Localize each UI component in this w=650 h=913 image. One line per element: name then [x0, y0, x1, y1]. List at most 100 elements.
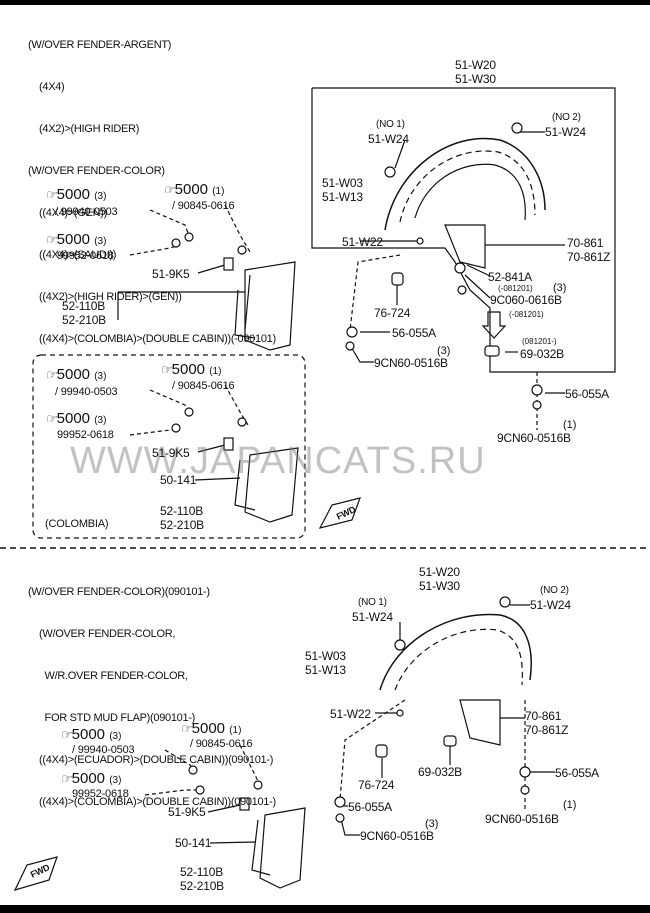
note-line: ((4X2)>(HIGH RIDER)>(GEN)): [28, 291, 182, 303]
top-notes: (W/OVER FENDER-ARGENT) (4X4) (4X2)>(HIGH…: [28, 10, 276, 360]
part-label[interactable]: 52-210B: [62, 313, 106, 327]
ref-5000[interactable]: ☞5000 (3): [60, 726, 121, 743]
part-label[interactable]: 51-W20: [419, 565, 460, 579]
hand-pointer-icon: ☞: [60, 727, 72, 742]
part-label[interactable]: 51-9K5: [152, 446, 190, 460]
part-label[interactable]: / 99940-0503: [55, 206, 118, 218]
quantity: (1): [229, 725, 242, 736]
colombia-box: [32, 354, 306, 539]
bottom-notes: (W/OVER FENDER-COLOR)(090101-) (W/OVER F…: [28, 557, 276, 823]
ref-number: 5000: [71, 726, 106, 743]
part-label[interactable]: 51-9K5: [168, 805, 206, 819]
part-label[interactable]: / 99940-0503: [72, 744, 135, 756]
part-label[interactable]: 51-W30: [419, 579, 460, 593]
part-label[interactable]: 9CN60-0516B: [360, 829, 434, 843]
part-label[interactable]: 51-W03: [322, 176, 363, 190]
ref-5000[interactable]: ☞5000 (1): [160, 361, 221, 378]
ref-5000[interactable]: ☞5000 (3): [60, 770, 121, 787]
part-label[interactable]: 51-W24: [352, 610, 393, 624]
part-label[interactable]: 52-841A: [488, 270, 532, 284]
hand-pointer-icon: ☞: [60, 771, 72, 786]
ref-5000[interactable]: ☞5000 (3): [45, 186, 106, 203]
part-label[interactable]: 9CN60-0516B: [497, 431, 571, 445]
part-label[interactable]: 51-W03: [305, 649, 346, 663]
part-label[interactable]: 51-W20: [455, 58, 496, 72]
part-label[interactable]: / 99940-0503: [55, 386, 118, 398]
part-label[interactable]: 56-055A: [565, 387, 609, 401]
hand-pointer-icon: ☞: [45, 367, 57, 382]
note-line: ((4X4)>(SAUDI)): [28, 249, 117, 261]
part-label[interactable]: 9CN60-0516B: [485, 812, 559, 826]
quantity: (1): [212, 186, 225, 197]
part-note: (NO 1): [358, 597, 387, 608]
part-label[interactable]: 52-210B: [160, 518, 204, 532]
part-label[interactable]: 56-055A: [555, 766, 599, 780]
part-label[interactable]: 9C060-0616B: [490, 293, 562, 307]
ref-number: 5000: [56, 366, 91, 383]
part-label[interactable]: 70-861: [567, 236, 604, 250]
fwd-arrow-icon: [318, 497, 361, 529]
part-label[interactable]: / 90845-0616: [172, 380, 235, 392]
quantity: (3): [109, 731, 122, 742]
part-label[interactable]: 76-724: [358, 778, 395, 792]
quantity: (3): [425, 818, 439, 830]
part-label[interactable]: 51-W13: [305, 663, 346, 677]
note-line: FOR STD MUD FLAP)(090101-): [28, 712, 196, 724]
part-label[interactable]: 51-W24: [530, 598, 571, 612]
ref-number: 5000: [56, 186, 91, 203]
note-line: ((4X4)>(COLOMBIA)>(DOUBLE CABIN))(090101…: [28, 796, 276, 808]
part-label[interactable]: 51-W24: [545, 125, 586, 139]
fender-inner: [414, 163, 526, 221]
part-label[interactable]: 51-W24: [368, 132, 409, 146]
hand-pointer-icon: ☞: [180, 721, 192, 736]
note-line: (W/OVER FENDER-COLOR): [28, 165, 165, 177]
part-label[interactable]: 52-110B: [62, 299, 106, 313]
part-label[interactable]: 51-W22: [330, 707, 371, 721]
part-label[interactable]: 50-141: [160, 473, 197, 487]
callout-box: [311, 87, 616, 373]
hand-pointer-icon: ☞: [160, 362, 172, 377]
part-label[interactable]: 50-141: [175, 836, 212, 850]
part-note: (NO 2): [540, 585, 569, 596]
part-label[interactable]: 52-110B: [180, 865, 224, 879]
part-label[interactable]: 99952-0618: [72, 788, 129, 800]
part-label[interactable]: 69-032B: [418, 765, 462, 779]
watermark: WWW.JAPANCATS.RU: [70, 440, 486, 482]
ref-number: 5000: [174, 181, 209, 198]
ref-number: 5000: [56, 410, 91, 427]
part-label[interactable]: / 90845-0616: [172, 200, 235, 212]
quantity: (1): [563, 419, 577, 431]
part-label[interactable]: / 90845-0616: [190, 738, 253, 750]
part-label[interactable]: 51-W30: [455, 72, 496, 86]
part-label[interactable]: 51-9K5: [152, 267, 190, 281]
part-label[interactable]: 70-861: [525, 709, 562, 723]
note-line: W/R.OVER FENDER-COLOR,: [28, 670, 188, 682]
part-label[interactable]: 70-861Z: [567, 250, 611, 264]
part-label[interactable]: 76-724: [374, 306, 411, 320]
note-line: (W/OVER FENDER-ARGENT): [28, 39, 172, 51]
part-label[interactable]: 52-110B: [160, 504, 204, 518]
part-label[interactable]: 99952-0618: [57, 250, 114, 262]
part-label[interactable]: 9CN60-0516B: [374, 356, 448, 370]
ref-5000[interactable]: ☞5000 (3): [45, 231, 106, 248]
direction-arrow: [481, 311, 507, 339]
part-label[interactable]: 69-032B: [520, 347, 564, 361]
part-label[interactable]: 52-210B: [180, 879, 224, 893]
ref-5000[interactable]: ☞5000 (3): [45, 410, 106, 427]
ref-5000[interactable]: ☞5000 (1): [163, 181, 224, 198]
part-label[interactable]: 70-861Z: [525, 723, 569, 737]
hand-pointer-icon: ☞: [45, 187, 57, 202]
part-label[interactable]: 56-055A: [348, 800, 392, 814]
part-label[interactable]: 51-W13: [322, 190, 363, 204]
ref-5000[interactable]: ☞5000 (1): [180, 720, 241, 737]
quantity: (3): [437, 345, 451, 357]
part-label[interactable]: 56-055A: [392, 326, 436, 340]
ref-number: 5000: [171, 361, 206, 378]
part-label[interactable]: 99952-0618: [57, 429, 114, 441]
ref-5000[interactable]: ☞5000 (3): [45, 366, 106, 383]
part-label[interactable]: 51-W22: [342, 235, 383, 249]
date-note: (081201-): [522, 337, 557, 346]
note-line: (W/OVER FENDER-COLOR,: [28, 628, 176, 640]
quantity: (3): [94, 191, 107, 202]
